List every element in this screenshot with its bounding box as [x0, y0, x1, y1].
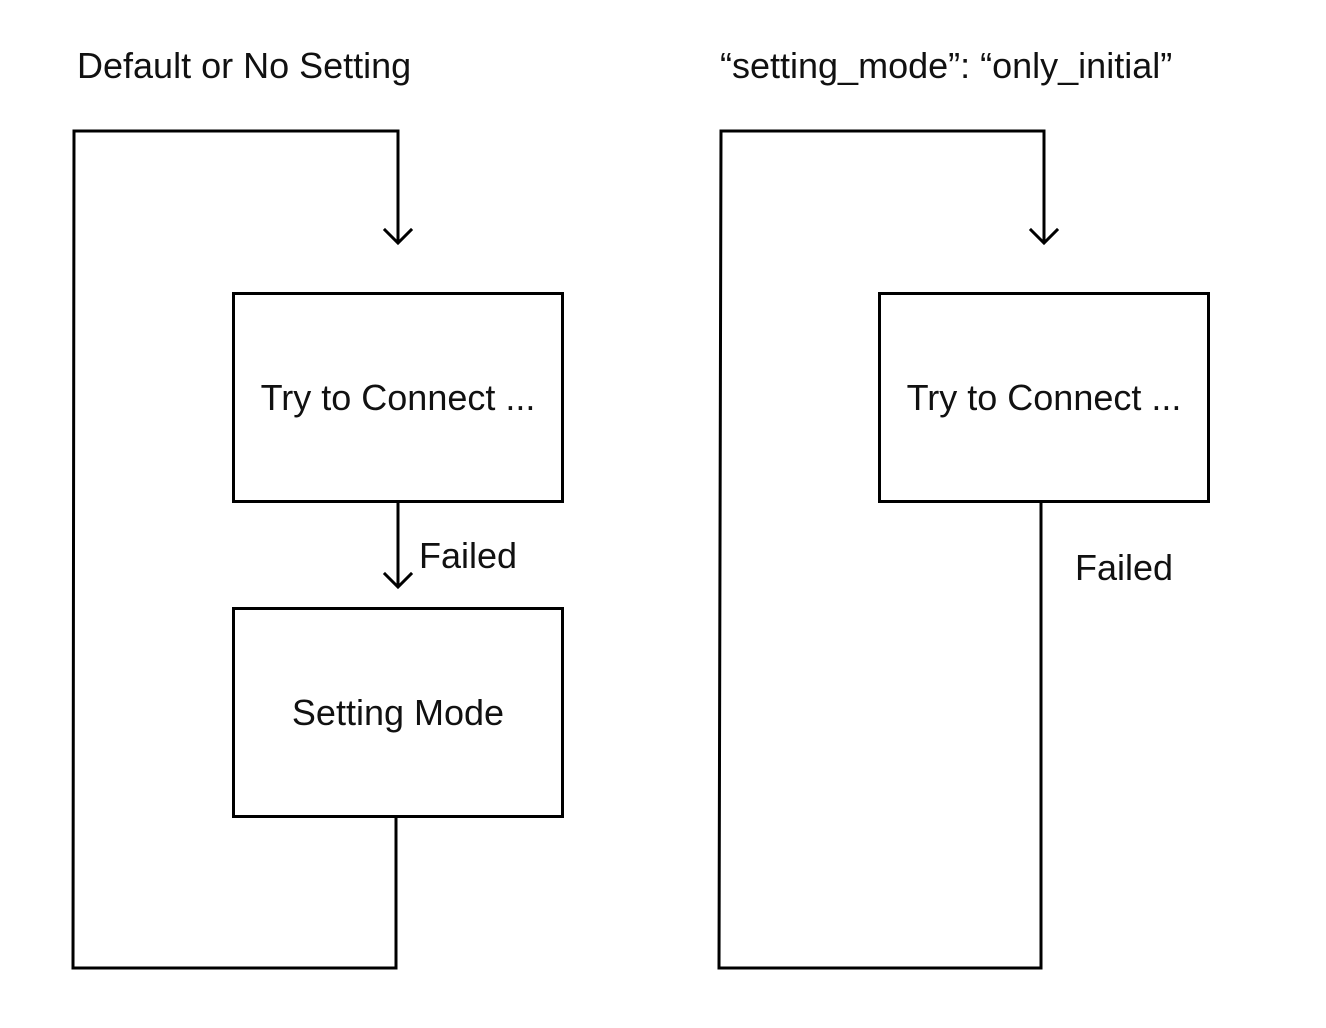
left-failed-label: Failed: [419, 535, 518, 576]
left-setting-mode-node: Setting Mode: [232, 607, 564, 818]
right-connect-node: Try to Connect ...: [878, 292, 1210, 503]
left-connect-label: Try to Connect ...: [260, 376, 536, 418]
right-failed-label: Failed: [1075, 547, 1174, 588]
left-failed-arrowhead: [382, 571, 414, 590]
left-connect-node: Try to Connect ...: [232, 292, 564, 503]
right-top-arrowhead: [1028, 227, 1060, 246]
right-loop-connector: [717, 129, 1046, 970]
left-loop-connector: [71, 129, 400, 970]
left-panel-title: Default or No Setting: [77, 45, 412, 86]
left-top-arrowhead: [382, 227, 414, 246]
right-connect-label: Try to Connect ...: [906, 376, 1182, 418]
right-panel-title: “setting_mode”: “only_initial”: [720, 45, 1173, 86]
left-setting-mode-label: Setting Mode: [291, 691, 505, 733]
